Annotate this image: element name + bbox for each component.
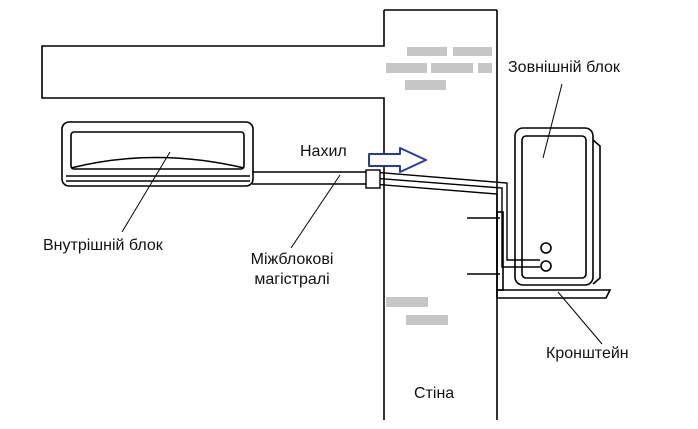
ceiling-slab-outline — [41, 10, 385, 420]
indoor-unit-body — [61, 121, 254, 187]
bracket — [467, 211, 612, 299]
leader-lines — [121, 83, 603, 345]
leader-lines — [290, 174, 341, 249]
brick — [407, 47, 447, 56]
indoor-unit-front-curve — [70, 156, 245, 169]
outdoor-unit-body — [514, 127, 594, 286]
refrigerant-lines-label: Міжблокові магістралі — [250, 251, 334, 288]
leader-outdoor-unit — [542, 83, 563, 159]
wall-bricks — [386, 47, 492, 325]
indoor-unit — [61, 121, 254, 187]
brick — [386, 63, 427, 73]
outdoor-unit-valve — [540, 260, 552, 272]
wall-sleeve — [365, 169, 381, 189]
pipe-inner — [371, 177, 540, 268]
brick — [405, 80, 446, 90]
slope-label: Нахил — [300, 143, 347, 160]
outdoor-unit-label: Зовнішній блок — [508, 59, 620, 76]
slope-arrow-icon — [368, 147, 427, 173]
brick — [453, 47, 492, 56]
bracket-label: Кронштейн — [546, 345, 629, 362]
pipe-upper — [252, 171, 540, 261]
brick — [431, 63, 473, 73]
bracket-shelf — [496, 289, 612, 299]
indoor-unit-label: Внутрішній блок — [43, 237, 163, 254]
wall-label: Стіна — [414, 385, 455, 402]
outdoor-unit — [514, 127, 601, 286]
brick — [478, 63, 492, 73]
brick — [386, 297, 428, 307]
outdoor-unit-side — [592, 139, 601, 285]
indoor-unit-panel — [70, 131, 245, 170]
outdoor-unit-panel — [521, 135, 587, 279]
wall-structure — [41, 9, 498, 420]
leader-bracket — [557, 291, 603, 345]
leader-indoor-unit — [121, 151, 171, 233]
outdoor-unit-valve — [540, 242, 552, 254]
brick — [406, 315, 448, 325]
